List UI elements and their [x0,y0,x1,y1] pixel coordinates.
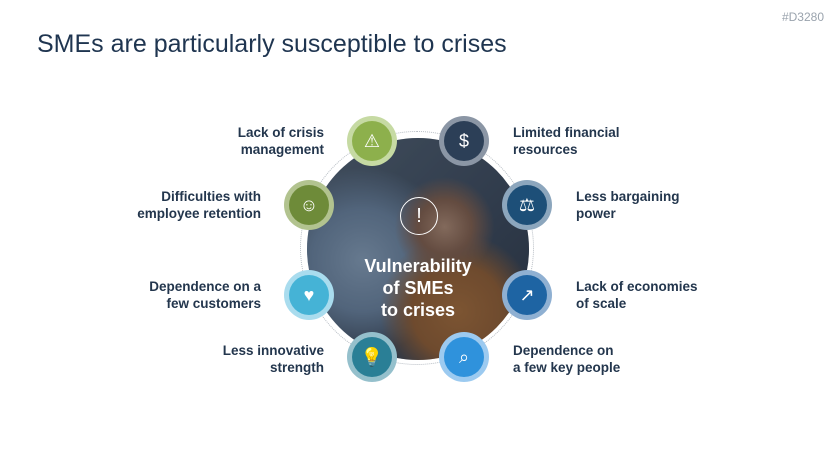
node-2: ☺ [284,180,334,230]
item-label-line: strength [270,360,324,375]
item-label-line: employee retention [137,206,261,221]
item-label: Limited financial resources [513,124,620,158]
warning-icon: ⚠ [352,121,392,161]
item-label-line: Less bargaining [576,189,680,204]
item-label-line: resources [513,142,578,157]
node-0: ⚠ [347,116,397,166]
node-4: ♥ [284,270,334,320]
person-search-icon: ⌕ [444,337,484,377]
center-label: Vulnerability of SMEs to crises [340,255,496,321]
item-label-line: Limited financial [513,125,620,140]
item-label-line: management [240,142,324,157]
slide-code: #D3280 [781,10,824,24]
item-label: Dependence on a few key people [513,342,620,376]
item-label: Less bargaining power [576,188,680,222]
growth-chart-icon: ↗ [507,275,547,315]
node-6: 💡 [347,332,397,382]
item-label-line: power [576,206,616,221]
center-line: of SMEs [382,278,454,298]
item-label: Lack of economies of scale [576,278,698,312]
node-5: ↗ [502,270,552,320]
center-line: to crises [380,300,456,320]
item-label: Lack of crisis management [238,124,324,158]
item-label: Difficulties with employee retention [137,188,261,222]
item-label-line: Dependence on [513,343,614,358]
node-1: $ [439,116,489,166]
item-label: Dependence on a few customers [149,278,261,312]
exclamation-icon: ! [400,197,438,235]
item-label-line: Lack of crisis [237,125,324,140]
page-title: SMEs are particularly susceptible to cri… [37,30,507,58]
customer-hands-icon: ♥ [289,275,329,315]
item-label-line: Less innovative [222,343,324,358]
item-label-line: few customers [166,296,261,311]
money-bag-hand-icon: $ [444,121,484,161]
item-label-line: Dependence on a [149,279,261,294]
item-label-line: Lack of economies [576,279,698,294]
lightbulb-icon: 💡 [352,337,392,377]
item-label-line: a few key people [513,360,621,375]
node-3: ⚖ [502,180,552,230]
item-label-line: Difficulties with [161,189,261,204]
center-photo [307,138,529,360]
node-7: ⌕ [439,332,489,382]
center-line: Vulnerability [364,256,472,276]
item-label-line: of scale [576,296,627,311]
dotted-ring [300,131,534,365]
item-label: Less innovative strength [223,342,324,376]
employee-icon: ☺ [289,185,329,225]
negotiation-icon: ⚖ [507,185,547,225]
